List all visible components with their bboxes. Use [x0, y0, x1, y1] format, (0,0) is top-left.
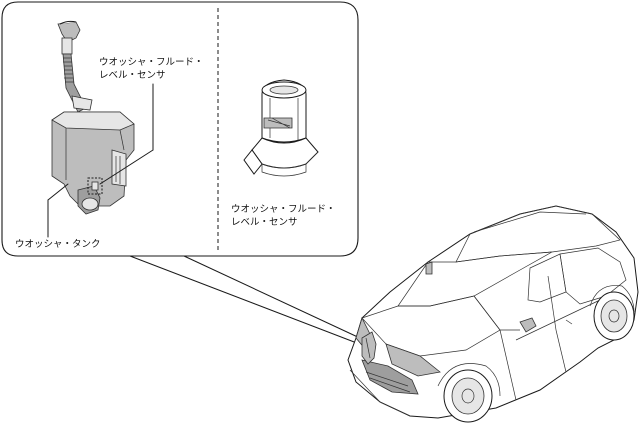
- sensor-right-label-line1: ウオッシャ・フルード・: [231, 204, 336, 215]
- sensor-left-label-line2: レベル・センサ: [99, 70, 166, 81]
- sensor-left-label-line1: ウオッシャ・フルード・: [99, 57, 204, 68]
- sensor-right-label-line2: レベル・センサ: [231, 217, 298, 228]
- callout-leader-lines: [130, 256, 362, 345]
- washer-tank-label: ウオッシャ・タンク: [15, 239, 101, 250]
- vehicle-illustration: [348, 206, 638, 422]
